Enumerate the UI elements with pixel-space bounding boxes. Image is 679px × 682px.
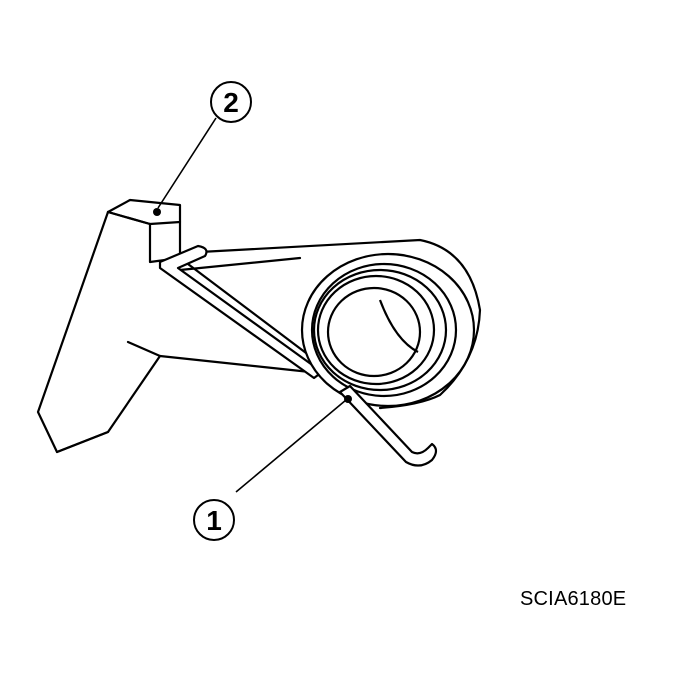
callout-1: 1: [193, 499, 235, 541]
coil-spring: [300, 252, 476, 408]
figure-code: SCIA6180E: [520, 588, 627, 610]
leader-dot-2: [153, 208, 161, 216]
spring-lower-leg: [338, 384, 438, 467]
coil-turn-3: [316, 274, 436, 386]
callout-2: 2: [210, 81, 252, 123]
lever-arm: [36, 210, 320, 454]
spring-bracket: [178, 238, 482, 410]
leader-lines: [157, 117, 347, 493]
coil-turn-1: [310, 262, 458, 398]
callout-2-circle: [210, 81, 252, 123]
coil-bore: [326, 286, 422, 378]
leader-line-1: [235, 399, 347, 493]
lever: [36, 198, 320, 454]
callout-1-circle: [193, 499, 235, 541]
coil-turn-2: [312, 268, 448, 392]
callout-1-label: 1: [206, 505, 222, 536]
callout-2-label: 2: [223, 87, 239, 118]
leader-line-2: [157, 117, 217, 209]
leader-dot-1: [344, 395, 352, 403]
